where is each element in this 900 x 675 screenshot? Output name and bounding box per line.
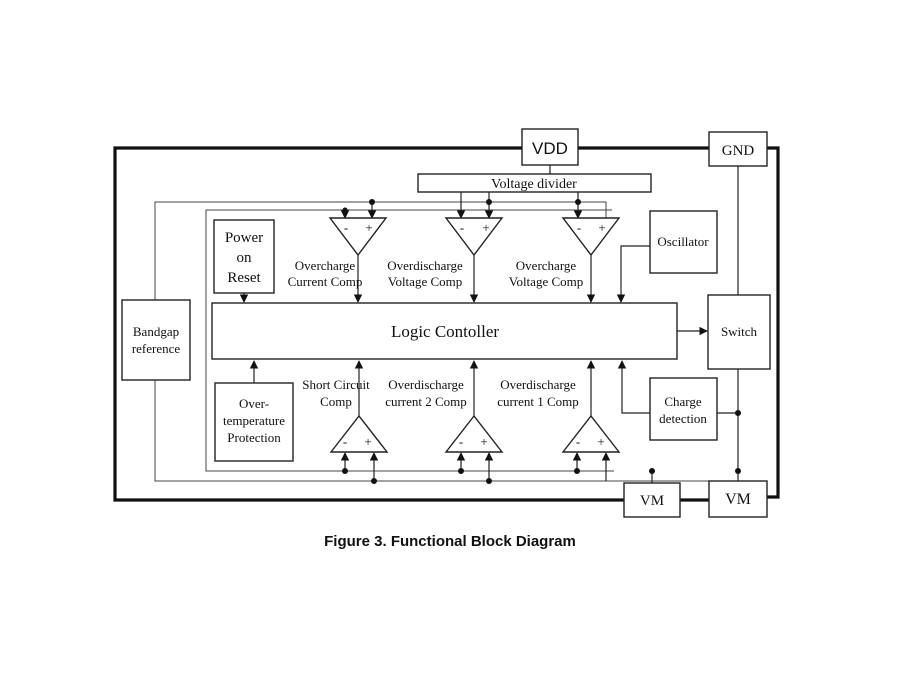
bandgap-line2: reference (132, 341, 181, 356)
comp-plus: + (597, 434, 604, 449)
switch-block: Switch (707, 294, 771, 370)
por-line2: on (237, 250, 253, 266)
power-on-reset-block: Power on Reset (213, 219, 275, 294)
comp-plus: + (364, 434, 371, 449)
figure-caption: Figure 3. Functional Block Diagram (324, 533, 576, 550)
vm-right-label: VM (725, 491, 751, 508)
comparator-overdischarge-current-1: - + Overdischarge current 1 Comp (497, 360, 621, 453)
por-line3: Reset (227, 270, 261, 286)
comp-label-line2: Voltage Comp (388, 274, 463, 289)
oscillator-label: Oscillator (657, 234, 709, 249)
overtemp-line2: temperature (223, 413, 285, 428)
comp-minus: - (460, 220, 464, 235)
logic-controller-label: Logic Contoller (391, 322, 499, 341)
comp-label-line2: Current Comp (288, 274, 363, 289)
vm-left-block: VM (623, 482, 681, 518)
bottom-comparator-inputs (340, 452, 611, 484)
inner-frame (154, 201, 737, 482)
comp-label-line1: Overcharge (295, 258, 356, 273)
vdd-block: VDD (521, 128, 579, 166)
comparator-overdischarge-voltage: - + Overdischarge Voltage Comp (387, 217, 504, 303)
comparator-overdischarge-current-2: - + Overdischarge current 2 Comp (385, 360, 504, 453)
overtemp-line3: Protection (227, 430, 281, 445)
comp-minus: - (344, 220, 348, 235)
comp-label-line2: current 2 Comp (385, 394, 467, 409)
logic-controller-block: Logic Contoller (211, 302, 678, 360)
comp-label-line1: Overdischarge (387, 258, 463, 273)
comp-minus: - (577, 220, 581, 235)
comparator-short-circuit: - + Short Circuit Comp (302, 360, 389, 453)
gnd-label: GND (722, 143, 755, 159)
outer-power-loop (113, 146, 780, 502)
oscillator-block: Oscillator (649, 210, 718, 274)
bandgap-line1: Bandgap (133, 324, 179, 339)
vm-right-block: VM (708, 480, 768, 518)
comp-label-line1: Overdischarge (388, 377, 464, 392)
comp-plus: + (482, 220, 489, 235)
gnd-block: GND (708, 131, 768, 167)
comp-label-line1: Short Circuit (302, 377, 370, 392)
bandgap-reference-block: Bandgap reference (121, 299, 191, 381)
comp-label-line2: Comp (320, 394, 352, 409)
voltage-divider-block: Voltage divider (417, 173, 652, 193)
comp-label-line2: Voltage Comp (509, 274, 584, 289)
overtemp-line1: Over- (239, 396, 269, 411)
comp-minus: - (343, 434, 347, 449)
charge-detection-block: Charge detection (649, 377, 718, 441)
charge-detection-line2: detection (659, 411, 707, 426)
comp-minus: - (576, 434, 580, 449)
comp-label-line1: Overdischarge (500, 377, 576, 392)
comp-label-line2: current 1 Comp (497, 394, 579, 409)
charge-detection-line1: Charge (664, 394, 702, 409)
comp-minus: - (459, 434, 463, 449)
vm-left-label: VM (640, 493, 664, 509)
divider-taps (340, 192, 583, 219)
comparator-overcharge-current: - + Overcharge Current Comp (288, 217, 388, 303)
por-line1: Power (225, 230, 263, 246)
comp-label-line1: Overcharge (516, 258, 577, 273)
over-temperature-protection-block: Over- temperature Protection (214, 382, 294, 462)
comparator-overcharge-voltage: - + Overcharge Voltage Comp (509, 217, 621, 303)
comp-plus: + (480, 434, 487, 449)
switch-label: Switch (721, 324, 758, 339)
vdd-label: VDD (532, 139, 568, 158)
comp-plus: + (598, 220, 605, 235)
comp-plus: + (365, 220, 372, 235)
voltage-divider-label: Voltage divider (491, 177, 577, 192)
